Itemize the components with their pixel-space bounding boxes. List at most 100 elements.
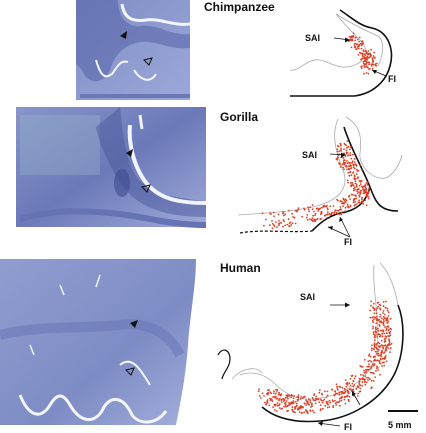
neuron-dot bbox=[344, 200, 347, 203]
neuron-dot bbox=[282, 219, 285, 221]
neuron-dot bbox=[386, 332, 388, 334]
neuron-dot bbox=[334, 209, 337, 212]
neuron-dot bbox=[350, 185, 352, 188]
neuron-dot bbox=[325, 400, 328, 403]
neuron-dot bbox=[365, 204, 368, 207]
neuron-dot bbox=[278, 224, 280, 227]
neuron-dot bbox=[319, 218, 322, 221]
neuron-dot bbox=[369, 355, 372, 358]
neuron-dot bbox=[268, 397, 271, 400]
neuron-dot bbox=[383, 313, 386, 316]
neuron-dot bbox=[301, 412, 303, 414]
neuron-dot bbox=[369, 309, 372, 312]
neuron-dot bbox=[294, 222, 297, 225]
neuron-dot bbox=[307, 403, 310, 406]
human-panel: SAI FI Human bbox=[0, 255, 426, 433]
neuron-dot bbox=[272, 224, 275, 226]
neuron-dot bbox=[294, 400, 297, 403]
neuron-dot bbox=[362, 49, 365, 52]
neuron-dot bbox=[269, 399, 272, 402]
neuron-dot bbox=[351, 374, 354, 377]
neuron-dot bbox=[335, 383, 338, 386]
neuron-dot bbox=[280, 398, 283, 401]
neuron-dot bbox=[353, 189, 355, 192]
neuron-dot bbox=[307, 208, 310, 211]
neuron-dot bbox=[325, 396, 328, 399]
neuron-dot bbox=[356, 188, 359, 191]
neuron-dot bbox=[379, 325, 381, 327]
neuron-dot bbox=[326, 211, 329, 213]
neuron-dot bbox=[317, 397, 320, 400]
neuron-dot bbox=[307, 412, 309, 415]
gorilla-drawing: SAI FI bbox=[237, 116, 403, 247]
neuron-dot bbox=[364, 186, 367, 189]
neuron-dot bbox=[264, 401, 266, 404]
neuron-dot bbox=[344, 155, 347, 157]
neuron-dot bbox=[376, 336, 379, 338]
neuron-dot bbox=[306, 400, 308, 403]
neuron-dot bbox=[315, 218, 317, 221]
neuron-dot bbox=[389, 351, 391, 354]
neuron-dot bbox=[383, 364, 385, 367]
neuron-dot bbox=[353, 377, 356, 380]
neuron-dot bbox=[290, 396, 292, 399]
neuron-dot bbox=[376, 315, 378, 318]
neuron-dot bbox=[363, 188, 366, 191]
neuron-dot bbox=[371, 58, 374, 60]
neuron-dot bbox=[358, 36, 361, 39]
neuron-dot bbox=[356, 203, 358, 205]
neuron-dot bbox=[377, 354, 380, 357]
neuron-dot bbox=[326, 406, 329, 409]
neuron-dot bbox=[367, 72, 370, 75]
neuron-dot bbox=[295, 402, 298, 405]
neuron-dot bbox=[313, 394, 315, 396]
neuron-dot bbox=[359, 191, 362, 194]
neuron-dot bbox=[382, 346, 384, 349]
neuron-dot bbox=[327, 403, 329, 406]
neuron-dot bbox=[283, 405, 285, 408]
neuron-dot bbox=[284, 224, 286, 227]
neuron-dot bbox=[370, 48, 372, 51]
neuron-dot bbox=[346, 146, 348, 149]
neuron-dot bbox=[382, 310, 385, 312]
neuron-dot bbox=[366, 368, 369, 371]
neuron-dot bbox=[376, 307, 379, 310]
neuron-dot bbox=[373, 312, 376, 315]
neuron-dot bbox=[266, 401, 269, 404]
human-micrograph bbox=[0, 259, 196, 425]
neuron-dot bbox=[325, 402, 328, 404]
neuron-dot bbox=[291, 222, 294, 225]
neuron-dot bbox=[273, 215, 275, 218]
neuron-dot bbox=[354, 177, 357, 180]
neuron-dot bbox=[349, 378, 352, 380]
neuron-dot bbox=[368, 363, 370, 365]
neuron-dot bbox=[299, 405, 302, 407]
neuron-dot bbox=[374, 376, 376, 378]
neuron-dot bbox=[311, 208, 314, 211]
neuron-dot bbox=[315, 397, 317, 400]
neuron-dot bbox=[282, 225, 284, 228]
neuron-dot bbox=[273, 211, 275, 214]
neuron-dot bbox=[385, 355, 387, 357]
neuron-dot bbox=[370, 379, 373, 382]
neuron-dot bbox=[257, 390, 260, 393]
human-cells bbox=[257, 300, 393, 415]
neuron-dot bbox=[387, 320, 390, 323]
neuron-dot bbox=[316, 207, 319, 210]
neuron-dot bbox=[309, 401, 312, 404]
neuron-dot bbox=[385, 329, 388, 331]
neuron-dot bbox=[274, 392, 277, 395]
neuron-dot bbox=[367, 188, 370, 191]
neuron-dot bbox=[372, 306, 374, 309]
neuron-dot bbox=[369, 371, 372, 374]
neuron-dot bbox=[329, 401, 332, 404]
neuron-dot bbox=[269, 224, 271, 227]
neuron-dot bbox=[283, 214, 285, 217]
neuron-dot bbox=[349, 205, 352, 208]
neuron-dot bbox=[375, 309, 378, 311]
neuron-dot bbox=[382, 329, 385, 332]
neuron-dot bbox=[263, 224, 265, 227]
neuron-dot bbox=[290, 224, 293, 226]
neuron-dot bbox=[375, 322, 378, 325]
neuron-dot bbox=[336, 157, 339, 160]
